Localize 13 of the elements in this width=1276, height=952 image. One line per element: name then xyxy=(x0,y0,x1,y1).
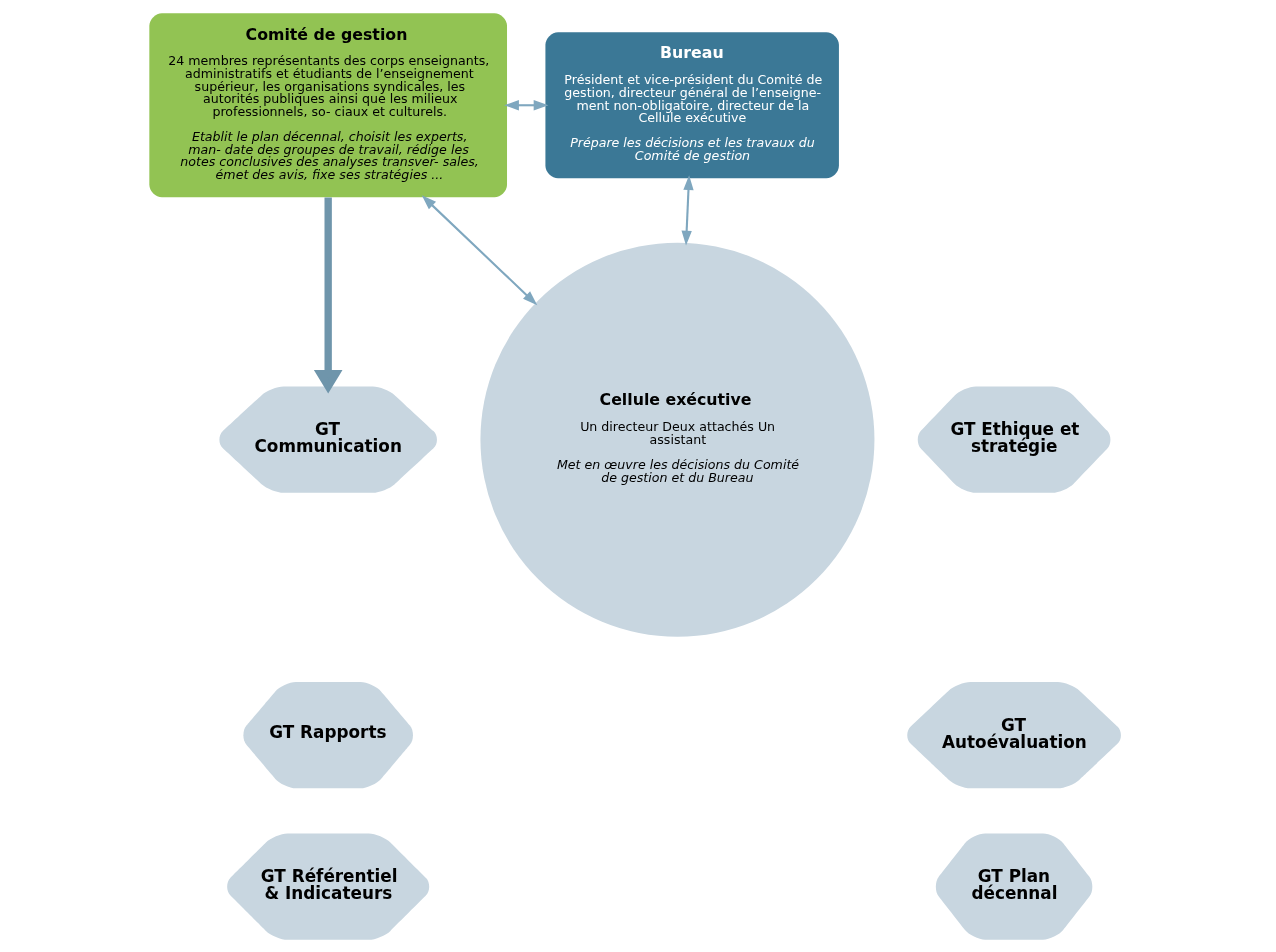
arrow xyxy=(504,99,549,110)
node-ellipse: GT Référentiel & Indicateurs xyxy=(227,833,430,940)
node-ellipse: GT Ethique et stratégie xyxy=(917,386,1111,493)
arrow xyxy=(421,194,538,305)
node-ellipse: GT Plan décennal xyxy=(935,833,1093,940)
node-circle: Cellule exécutive Un directeur Deux attachés Un assistant Met en œuvre les décisions du Comité de gestion et du Bureau xyxy=(480,242,875,637)
arrow xyxy=(681,174,694,246)
node-box: Comité de gestion 24 membres représentants des corps enseignants, administratifs et étudiants de l’enseignement supérieur, les organisations syndicales, les autorités publiques ainsi que les milieux professionnels, so- ciaux et culturels. Etablit le plan décennal, choisit les experts, man- date des groupes de travail, rédige les notes conclusives des analyses transver- sales, émet des avis, fixe ses stratégies ... xyxy=(149,12,507,197)
node-ellipse: GT Communication xyxy=(219,386,437,493)
node-ellipse: GT Autoévaluation xyxy=(907,681,1121,788)
node-ellipse: GT Rapports xyxy=(243,681,413,788)
arrow xyxy=(313,197,343,393)
node-box: Bureau Président et vice-président du Comité de gestion, directeur général de l’enseigne- ment non-obligatoire, directeur de la Cellule exécutive Prépare les décisions et les travaux du Comité de gestion xyxy=(545,31,839,178)
